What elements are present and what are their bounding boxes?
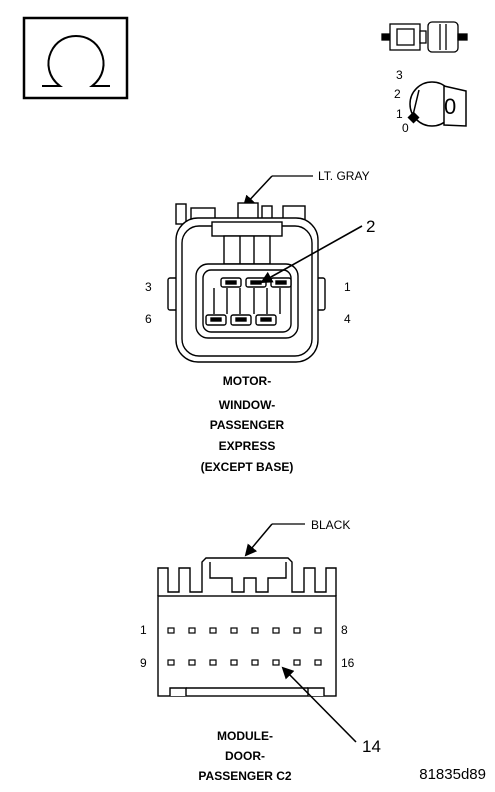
bottom-connector-pin-label-16: 16: [341, 656, 355, 670]
top-connector-pin-label-1: 1: [344, 280, 351, 294]
bottom-connector-pin-row-2: [167, 659, 322, 666]
figure-id: 81835d89: [419, 766, 486, 783]
ohmmeter-icon: [22, 16, 129, 100]
bottom-connector-caption: MODULE- DOOR- PASSENGER C2: [198, 729, 291, 783]
bottom-connector-pin-row-1: [167, 627, 322, 634]
bottom-connector-housing: [157, 557, 337, 697]
top-connector-pin-label-6: 6: [145, 312, 152, 326]
svg-text:(EXCEPT BASE): (EXCEPT BASE): [201, 460, 294, 474]
top-connector-pin-label-3: 3: [145, 280, 152, 294]
bottom-connector-callout-pin: 14: [362, 737, 381, 756]
bottom-connector-pin-label-1: 1: [140, 623, 147, 637]
top-connector-pin-label-4: 4: [344, 312, 351, 326]
svg-text:DOOR-: DOOR-: [225, 749, 265, 763]
ignition-key-off-icon: [407, 81, 467, 127]
svg-text:PASSENGER C2: PASSENGER C2: [198, 769, 291, 783]
top-connector-color-label: LT. GRAY: [318, 169, 370, 183]
svg-text:MODULE-: MODULE-: [217, 729, 273, 743]
top-connector-caption: MOTOR- WINDOW- PASSENGER EXPRESS (EXCEPT…: [201, 374, 294, 474]
ignition-position-3: 3: [396, 68, 403, 82]
svg-text:PASSENGER: PASSENGER: [210, 418, 285, 432]
ignition-position-0: 0: [402, 121, 409, 135]
top-connector-callout-pin: 2: [366, 217, 375, 236]
ignition-position-1: 1: [396, 107, 403, 121]
disconnect-connector-icon: [381, 21, 468, 53]
bottom-connector-color-label: BLACK: [311, 518, 350, 532]
svg-text:WINDOW-: WINDOW-: [219, 398, 275, 412]
bottom-connector-pin-label-8: 8: [341, 623, 348, 637]
ignition-position-2: 2: [394, 87, 401, 101]
ignition-key-label: 0: [444, 94, 456, 119]
svg-text:MOTOR-: MOTOR-: [223, 374, 271, 388]
top-connector-housing: [167, 202, 326, 363]
svg-text:EXPRESS: EXPRESS: [219, 439, 276, 453]
bottom-connector-pin-label-9: 9: [140, 656, 147, 670]
